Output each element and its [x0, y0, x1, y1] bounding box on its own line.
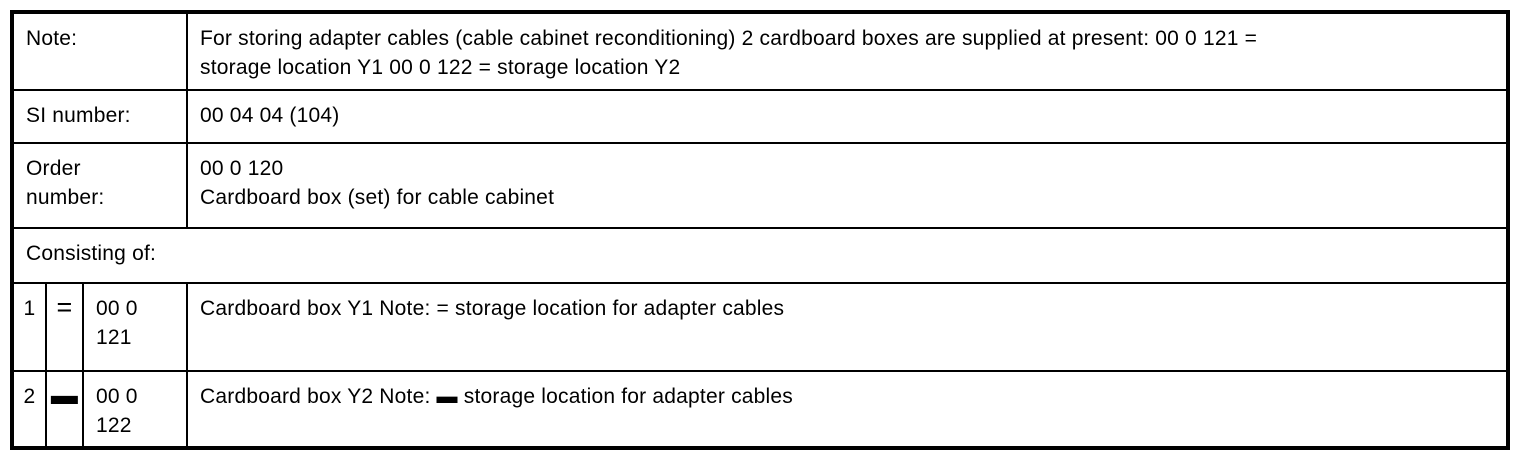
item-1-position: 1 [11, 282, 47, 372]
item-1-symbol: = [45, 282, 84, 372]
section-header: Consisting of: [11, 227, 1509, 284]
note-label: Note: [10, 11, 189, 91]
note-value: For storing adapter cables (cable cabine… [186, 11, 1509, 91]
si-number-row: SI number: 00 04 04 (104) [10, 89, 1509, 144]
item-2-symbol: ▬ [45, 370, 84, 449]
si-number-label: SI number: [10, 89, 189, 144]
item-2-part-number: 00 0 122 [81, 370, 189, 449]
note-row: Note: For storing adapter cables (cable … [10, 11, 1509, 91]
item-row-2: 2 ▬ 00 0 122 Cardboard box Y2 Note: ▬ st… [11, 370, 1509, 449]
order-number-row: Order number: 00 0 120 Cardboard box (se… [10, 142, 1509, 229]
si-number-value: 00 04 04 (104) [186, 89, 1509, 144]
order-number-label: Order number: [10, 142, 189, 229]
item-2-description: Cardboard box Y2 Note: ▬ storage locatio… [186, 370, 1509, 449]
item-2-position: 2 [11, 370, 47, 449]
order-number-value: 00 0 120 Cardboard box (set) for cable c… [186, 142, 1509, 229]
section-header-row: Consisting of: [11, 227, 1509, 284]
item-1-part-number: 00 0 121 [81, 282, 189, 372]
item-row-1: 1 = 00 0 121 Cardboard box Y1 Note: = st… [11, 282, 1509, 372]
parts-info-table: Note: For storing adapter cables (cable … [10, 10, 1510, 450]
item-1-description: Cardboard box Y1 Note: = storage locatio… [186, 282, 1509, 372]
